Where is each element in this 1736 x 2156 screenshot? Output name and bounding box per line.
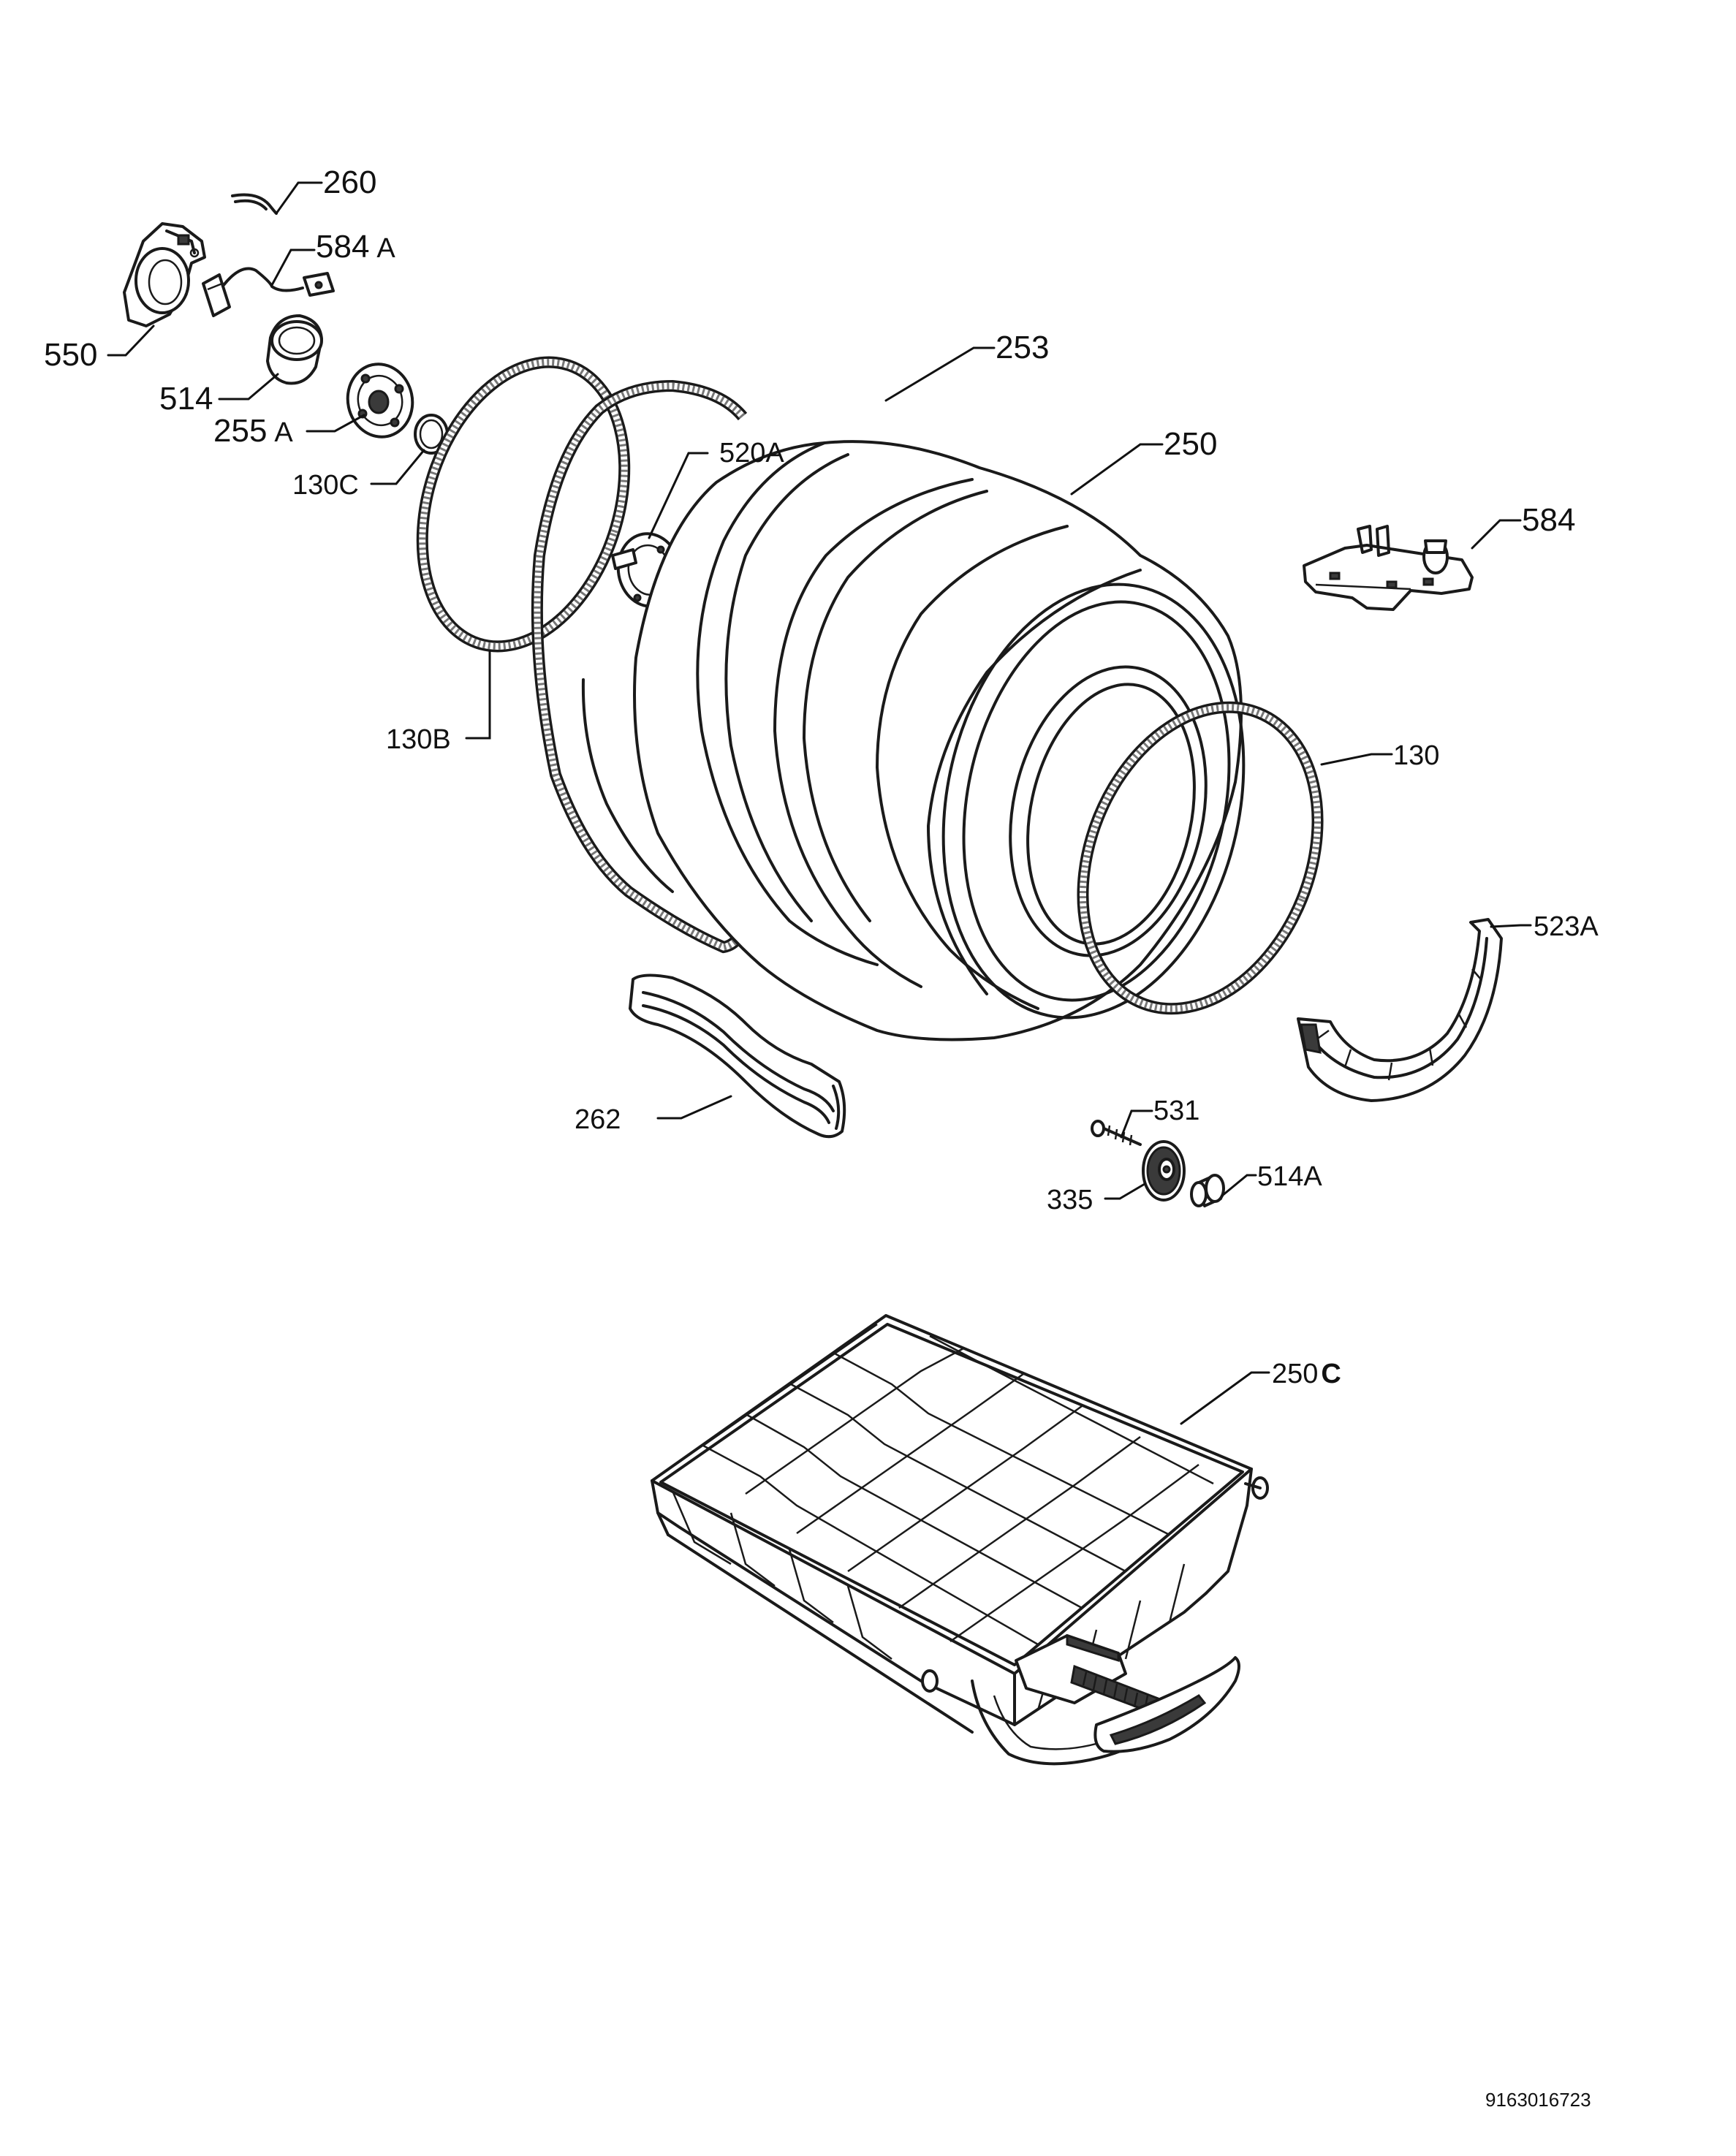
callout-520a: 520A bbox=[719, 438, 784, 468]
part-550-bracket bbox=[123, 222, 206, 327]
part-260-clip bbox=[231, 193, 278, 215]
part-523a-support bbox=[1297, 918, 1503, 1102]
document-id: 9163016723 bbox=[1485, 2089, 1591, 2111]
callout-584: 584 bbox=[1522, 502, 1575, 538]
callout-523a: 523A bbox=[1534, 911, 1599, 942]
callout-250: 250 bbox=[1164, 426, 1217, 462]
part-130-gasket bbox=[1077, 701, 1324, 1015]
callout-584a-number: 584 bbox=[316, 229, 369, 265]
leader-lines bbox=[107, 181, 1532, 1425]
callout-130c: 130C bbox=[292, 470, 359, 501]
callout-262: 262 bbox=[575, 1104, 621, 1135]
part-514-bearing bbox=[266, 314, 323, 385]
part-130b-gasket bbox=[416, 356, 631, 653]
callout-253: 253 bbox=[996, 330, 1049, 365]
part-250c-drying-rack bbox=[651, 1314, 1269, 1766]
part-250-drum bbox=[633, 440, 1246, 1041]
callout-255a-suffix: A bbox=[274, 417, 293, 448]
callout-584a-suffix: A bbox=[376, 233, 395, 264]
callout-514: 514 bbox=[159, 381, 213, 417]
part-253-rear-wall bbox=[531, 379, 751, 954]
part-584-switch bbox=[1303, 525, 1474, 611]
callout-335: 335 bbox=[1047, 1185, 1093, 1215]
callout-531: 531 bbox=[1153, 1096, 1199, 1126]
callout-130: 130 bbox=[1393, 740, 1439, 771]
part-531-screw bbox=[1091, 1120, 1142, 1146]
callout-130b: 130B bbox=[386, 724, 451, 755]
part-262-lifter bbox=[629, 973, 846, 1139]
callout-260: 260 bbox=[323, 164, 376, 200]
part-584a-sensor bbox=[202, 267, 335, 317]
callout-250c-suffix: C bbox=[1321, 1359, 1341, 1389]
callout-514a: 514A bbox=[1257, 1161, 1322, 1192]
callout-255a-number: 255 bbox=[213, 413, 267, 449]
part-255a-flange bbox=[346, 363, 414, 439]
callout-550: 550 bbox=[44, 337, 97, 373]
callout-250c-number: 250 bbox=[1272, 1359, 1318, 1389]
part-514a-bushing bbox=[1190, 1174, 1225, 1207]
part-335-roller bbox=[1142, 1140, 1186, 1202]
